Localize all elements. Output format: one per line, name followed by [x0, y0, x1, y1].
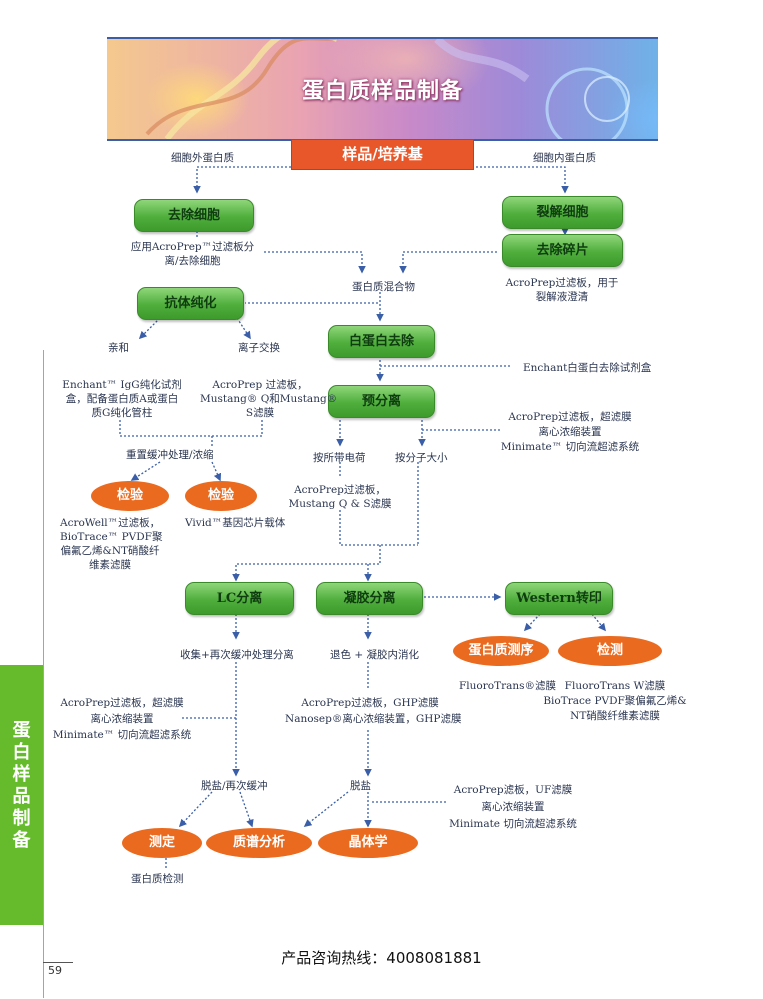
detect-oval: 检测 [558, 636, 662, 666]
sample-box: 样品/培养基 [291, 139, 474, 170]
enchant-igg-text-2: 盒，配备蛋白质A或蛋白 [65, 393, 179, 405]
enchant-igg-text-3: 质G纯化管柱 [91, 407, 153, 419]
fluorotrans-w-text-2: BioTrace PVDF聚偏氟乙烯& [543, 695, 687, 707]
acroprep-lc-text-2: 离心浓缩装置 [90, 713, 154, 725]
acroprep-cells-text-2: 离/去除细胞 [164, 255, 221, 267]
pre-separation-box: 预分离 [328, 385, 435, 418]
acroprep-mustang-text-1: AcroPrep 过滤板， [212, 379, 308, 391]
sidebar-title: 蛋 白 样 品 制 备 [12, 720, 31, 851]
remove-debris-box: 去除碎片 [502, 234, 623, 267]
acroprep-lysate-text-1: AcroPrep过滤板，用于 [505, 277, 619, 289]
gel-separation-box: 凝胶分离 [316, 582, 423, 615]
sequencing-oval: 蛋白质测序 [453, 636, 549, 666]
acroprep-ghp-text-2: Nanosep®离心浓缩装置，GHP滤膜 [285, 713, 462, 725]
page-title: 蛋白质样品制备 [301, 79, 463, 104]
enchant-igg-text-1: Enchant™ IgG纯化试剂 [62, 379, 182, 391]
fluorotrans-w-text-1: FluoroTrans W滤膜 [564, 680, 666, 692]
header-banner: 蛋白质样品制备 [107, 37, 658, 141]
enchant-albumin-text: Enchant白蛋白去除试剂盒 [523, 362, 652, 374]
crystallography-oval: 晶体学 [318, 828, 418, 858]
western-transfer-box: Western转印 [505, 582, 613, 615]
collect-buffer-label: 收集+再次缓冲处理分离 [180, 649, 294, 661]
desalt-rebuffer-label: 脱盐/再次缓冲 [201, 780, 268, 792]
vivid-text: Vivid™基因芯片载体 [185, 517, 286, 529]
antibody-purify-box: 抗体纯化 [137, 287, 244, 320]
acroprep-pre-text-1: AcroPrep过滤板，超滤膜 [508, 411, 632, 423]
acroprep-pre-text-2: 离心浓缩装置 [538, 426, 602, 438]
dna-helix-icon [145, 39, 630, 139]
acroprep-mustang-qs-text-2: Mustang Q & S滤膜 [288, 498, 392, 510]
acroprep-mustang-qs-text-1: AcroPrep过滤板， [294, 484, 386, 496]
acroprep-pre-text-3: Minimate™ 切向流超滤系统 [500, 441, 640, 453]
sidebar-rule [43, 350, 44, 998]
acrowell-text-4: 维素滤膜 [89, 559, 131, 571]
acroprep-ghp-text-1: AcroPrep过滤板，GHP滤膜 [301, 697, 439, 709]
by-charge-label: 按所带电荷 [313, 452, 366, 464]
acroprep-mustang-text-3: S滤膜 [245, 407, 275, 419]
extracellular-label: 细胞外蛋白质 [171, 152, 234, 164]
protein-assay-label: 蛋白质检测 [131, 873, 184, 885]
acroprep-mustang-text-2: Mustang® Q和Mustang® [200, 393, 338, 405]
buffer-exchange-label: 重置缓冲处理/浓缩 [126, 449, 214, 461]
affinity-label: 亲和 [108, 342, 129, 354]
page-number-rule [43, 962, 73, 963]
fluorotrans-w-text-3: NT硝酸纤维素滤膜 [570, 710, 660, 722]
acroprep-lysate-text-2: 裂解液澄清 [535, 291, 589, 303]
hotline-text: 产品咨询热线：4008081881 [281, 949, 482, 967]
acroprep-lc-text-3: Minimate™ 切向流超滤系统 [52, 729, 192, 741]
intracellular-label: 细胞内蛋白质 [533, 152, 596, 164]
acrowell-text-2: BioTrace™ PVDF聚 [60, 531, 163, 543]
mass-spec-oval: 质谱分析 [206, 828, 312, 858]
ion-exchange-label: 离子交换 [238, 342, 280, 354]
destain-digest-label: 退色 + 凝胶内消化 [330, 649, 419, 661]
albumin-remove-box: 白蛋白去除 [328, 325, 435, 358]
remove-cells-box: 去除细胞 [134, 199, 254, 232]
page-number: 59 [48, 964, 62, 977]
protein-mixture-label: 蛋白质混合物 [352, 281, 415, 293]
acroprep-uf-text-2: 离心浓缩装置 [481, 801, 545, 813]
acroprep-uf-text-3: Minimate 切向流超滤系统 [449, 818, 577, 830]
lc-separation-box: LC分离 [185, 582, 294, 615]
acroprep-lc-text-1: AcroPrep过滤板，超滤膜 [60, 697, 184, 709]
desalt-label: 脱盐 [350, 780, 371, 792]
acroprep-uf-text-1: AcroPrep滤板，UF滤膜 [453, 784, 573, 796]
fluorotrans-text: FluoroTrans®滤膜 [459, 680, 557, 692]
measure-oval: 测定 [122, 828, 202, 858]
check-oval-1: 检验 [91, 481, 169, 511]
sidebar-tab [0, 665, 43, 925]
lyse-cells-box: 裂解细胞 [502, 196, 623, 229]
check-oval-2: 检验 [185, 481, 257, 511]
acrowell-text-1: AcroWell™过滤板， [60, 517, 161, 529]
acrowell-text-3: 偏氟乙烯&NT硝酸纤 [60, 545, 160, 557]
by-size-label: 按分子大小 [395, 452, 448, 464]
acroprep-cells-text-1: 应用AcroPrep™过滤板分 [130, 241, 255, 253]
